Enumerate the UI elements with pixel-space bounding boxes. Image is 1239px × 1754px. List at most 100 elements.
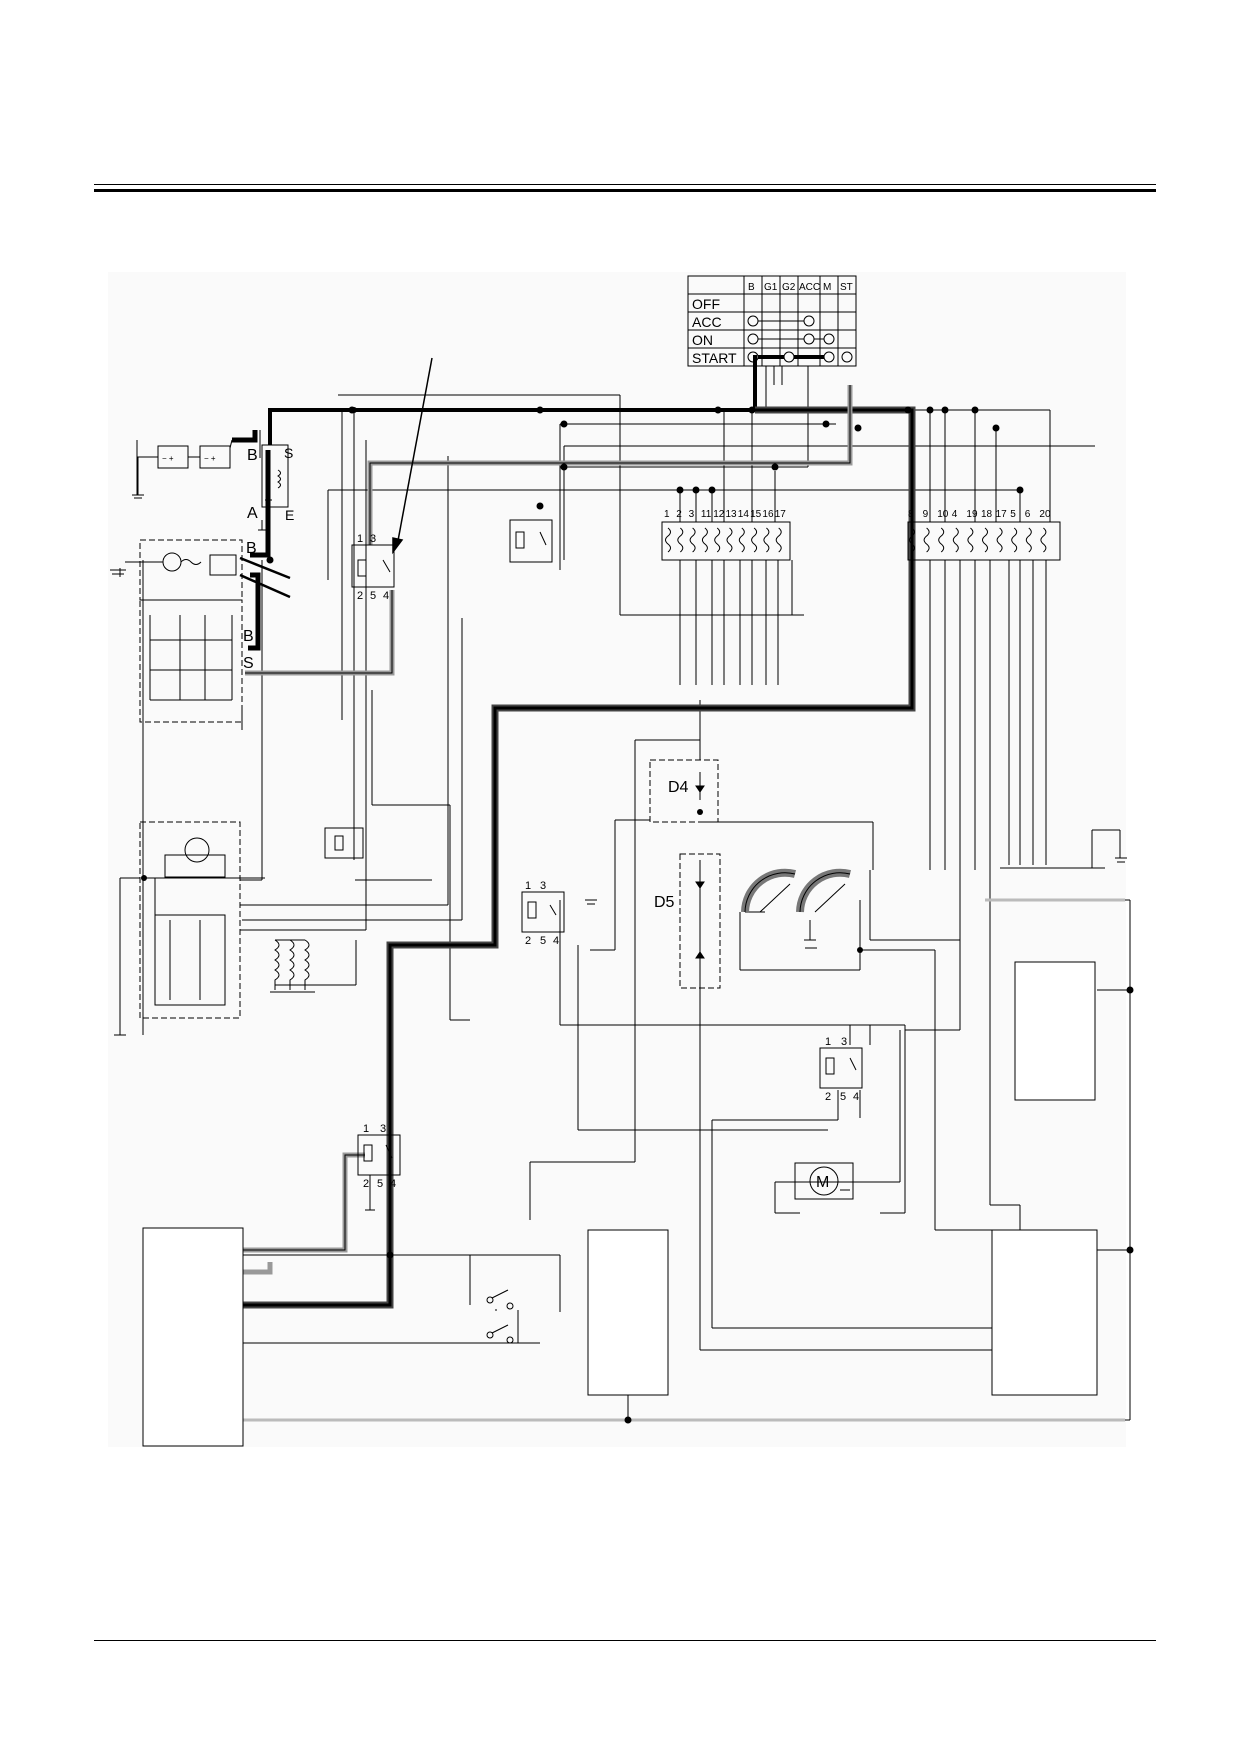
footer-rule bbox=[94, 1640, 1156, 1641]
relay5-pin3: 3 bbox=[380, 1123, 386, 1135]
ground-symbols bbox=[110, 569, 1127, 993]
fuse-symbol bbox=[714, 527, 721, 553]
fuse-symbol bbox=[701, 527, 708, 553]
relay3-pin4: 4 bbox=[553, 935, 559, 947]
relay4-pin4: 4 bbox=[853, 1091, 859, 1103]
battery-pair: − + − + bbox=[132, 439, 233, 499]
fuse-label: 17 bbox=[775, 509, 787, 520]
fuse-label: 9 bbox=[923, 509, 929, 520]
fuse-symbol bbox=[996, 527, 1003, 553]
alternator-terminal-b: B bbox=[246, 540, 257, 557]
fuse-symbol bbox=[1025, 527, 1032, 553]
relay3-pin5: 5 bbox=[540, 935, 546, 947]
alternator-labels: B B S bbox=[243, 540, 257, 672]
controller-box-upper-right bbox=[1014, 961, 1096, 1101]
fuse-symbol bbox=[952, 527, 959, 553]
heater-coils bbox=[274, 939, 310, 990]
thin-wires bbox=[136, 366, 1131, 1421]
fuse-symbol bbox=[763, 527, 770, 553]
fuse-symbol bbox=[967, 527, 974, 553]
fuse-label: 19 bbox=[966, 509, 978, 520]
starter-terminal-b: B bbox=[247, 447, 258, 464]
fuse-label: 3 bbox=[689, 509, 695, 520]
row-off: OFF bbox=[692, 296, 720, 312]
fuse-symbol bbox=[982, 527, 988, 553]
fuse-label: 15 bbox=[750, 509, 762, 520]
fuse-label: 14 bbox=[738, 509, 750, 520]
fuse-label: 1 bbox=[664, 509, 670, 520]
row-start: START bbox=[692, 350, 737, 366]
relay-1 bbox=[351, 544, 395, 588]
relay-3 bbox=[521, 891, 565, 933]
relay1-pin4: 4 bbox=[383, 590, 389, 602]
relay5-pin1: 1 bbox=[363, 1123, 369, 1135]
fuse-symbol bbox=[689, 527, 696, 553]
gray-signal-path bbox=[243, 385, 1125, 1422]
motor-label: M bbox=[816, 1174, 829, 1191]
gauges bbox=[741, 868, 851, 941]
motor-box bbox=[794, 1162, 854, 1200]
fuse-symbol bbox=[751, 527, 758, 553]
fuse-symbol bbox=[923, 527, 930, 553]
relay4-pin2: 2 bbox=[825, 1091, 831, 1103]
fuse-symbol bbox=[909, 527, 915, 553]
col-g2: G2 bbox=[782, 282, 796, 293]
fuse-label: 11 bbox=[701, 509, 712, 520]
relay-4 bbox=[819, 1047, 863, 1089]
diode-labels: D4 D5 bbox=[654, 779, 689, 911]
row-acc: ACC bbox=[692, 314, 722, 330]
relay1-pin2: 2 bbox=[357, 590, 363, 602]
fuse-symbol bbox=[677, 527, 684, 553]
svg-text:− +: − + bbox=[204, 454, 216, 463]
fuse-label: 13 bbox=[726, 509, 738, 520]
relay3-pin2: 2 bbox=[525, 935, 531, 947]
row-on: ON bbox=[692, 332, 713, 348]
svg-text:− +: − + bbox=[162, 454, 174, 463]
switch-table-labels: B G1 G2 ACC M ST OFF ACC ON START bbox=[692, 282, 853, 366]
fuse-label: 17 bbox=[996, 509, 1008, 520]
relay3-pin1: 1 bbox=[525, 880, 531, 892]
junction-dots bbox=[141, 406, 1134, 1424]
relay3-pin3: 3 bbox=[540, 880, 546, 892]
fuse-label: 8 bbox=[908, 509, 914, 520]
relay5-pin5: 5 bbox=[377, 1178, 383, 1190]
relay5-pin2: 2 bbox=[363, 1178, 369, 1190]
relay-2 bbox=[509, 519, 553, 563]
relay-pin-labels: 1 3 2 5 4 1 3 2 5 4 1 3 2 5 4 1 3 2 5 4 bbox=[357, 533, 859, 1190]
fuse-symbols bbox=[665, 527, 1047, 553]
diode-group-d4 bbox=[649, 759, 719, 823]
lower-switches bbox=[486, 1289, 514, 1344]
fuse-box-2 bbox=[907, 521, 1061, 561]
header-rule-thin bbox=[94, 184, 1156, 185]
fuse-label: 10 bbox=[937, 509, 949, 520]
fuse-label: 16 bbox=[762, 509, 774, 520]
regulator-terminal-s: S bbox=[243, 655, 254, 672]
fuse-label: 4 bbox=[952, 509, 958, 520]
col-m: M bbox=[823, 282, 831, 293]
fuse-label: 12 bbox=[713, 509, 725, 520]
fuse-label: 5 bbox=[1010, 509, 1016, 520]
relay5-pin4: 4 bbox=[390, 1178, 396, 1190]
fuse-label: 18 bbox=[981, 509, 993, 520]
fuse-label: 2 bbox=[676, 509, 682, 520]
starter-labels: B S A E bbox=[247, 445, 294, 523]
regulator-terminal-b: B bbox=[243, 628, 254, 645]
relay4-pin3: 3 bbox=[841, 1036, 847, 1048]
fuse-symbol bbox=[738, 527, 745, 553]
controller-box-center bbox=[587, 1229, 669, 1396]
relay4-pin1: 1 bbox=[825, 1036, 831, 1048]
fuse-symbol bbox=[775, 527, 782, 553]
fuse-symbol bbox=[1011, 527, 1018, 553]
relay-6 bbox=[324, 827, 364, 859]
thick-circuit-path bbox=[232, 355, 916, 1309]
starter-terminal-a: A bbox=[247, 505, 258, 522]
alternator-2 bbox=[114, 821, 241, 1036]
diode-group-d5 bbox=[679, 853, 721, 989]
d4-label: D4 bbox=[668, 779, 689, 796]
relay1-pin1: 1 bbox=[357, 533, 363, 545]
fuse-label: 20 bbox=[1039, 509, 1051, 520]
relay1-pin5: 5 bbox=[370, 590, 376, 602]
alternator-block bbox=[119, 539, 263, 745]
